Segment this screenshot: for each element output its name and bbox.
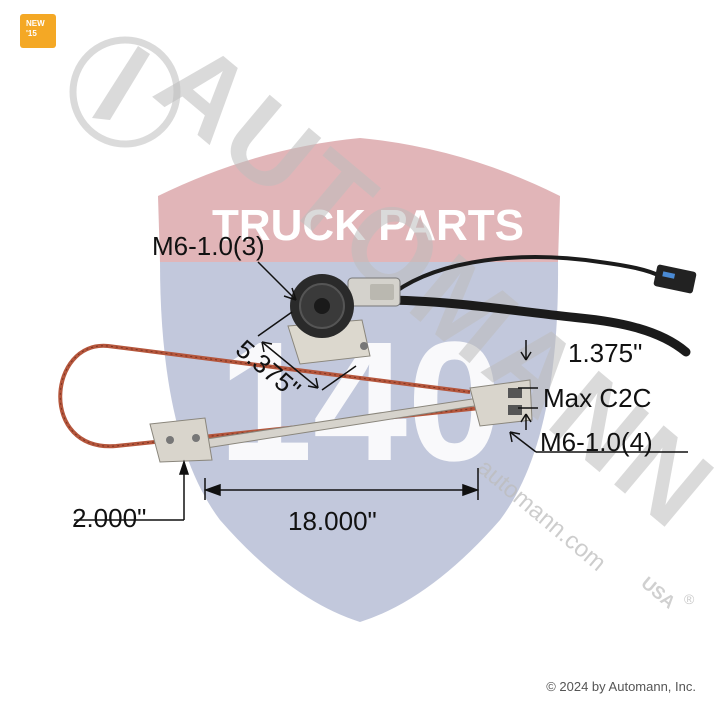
regulator-cable — [58, 343, 481, 449]
banner-watermark — [158, 138, 560, 262]
badge-line1: NEW — [26, 19, 45, 28]
registered-mark: ® — [684, 591, 695, 607]
width-dim-label: 18.000" — [288, 506, 377, 536]
copyright-text: © 2024 by Automann, Inc. — [546, 679, 696, 694]
new-badge: NEW '15 — [20, 14, 56, 48]
c2c-value-label: 1.375" — [568, 338, 642, 368]
right-bracket — [469, 379, 533, 427]
offset-dim-label: 2.000" — [72, 503, 146, 533]
dimension-lines — [74, 261, 688, 521]
c2c-label: Max C2C — [543, 383, 651, 413]
window-motor — [287, 274, 401, 365]
badge-line2: '15 — [26, 29, 37, 38]
automann-logo-icon — [69, 36, 181, 148]
banner-text: TRUCK PARTS — [212, 201, 524, 250]
thread-top-label: M6-1.0(3) — [152, 231, 265, 261]
wire-harness — [375, 255, 697, 357]
thread-bottom-label: M6-1.0(4) — [540, 427, 653, 457]
usa-watermark: USA — [637, 573, 679, 613]
shield-watermark — [160, 262, 559, 622]
left-bracket — [149, 417, 213, 463]
